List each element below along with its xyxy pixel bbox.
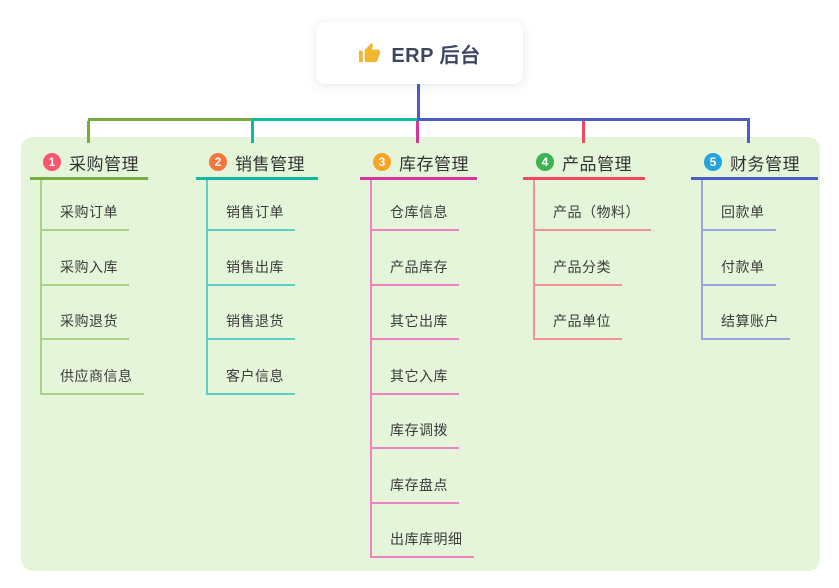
connector-line (87, 121, 90, 143)
root-stem-line (417, 84, 420, 121)
connector-line (747, 121, 750, 143)
connector-line (252, 118, 418, 121)
child-node[interactable]: 采购入库 (42, 231, 129, 286)
child-node[interactable]: 产品分类 (535, 231, 622, 286)
connector-line (251, 121, 254, 143)
child-node[interactable]: 产品（物料） (535, 180, 651, 231)
child-node[interactable]: 采购订单 (42, 180, 129, 231)
connector-line (417, 118, 750, 121)
branch-5: 5 财务管理 回款单付款单结算账户 (691, 147, 818, 340)
branch-4: 4 产品管理 产品（物料） 产品分类产品单位 (523, 147, 651, 340)
child-node-label: 采购订单 (60, 204, 118, 220)
child-node-label: 客户信息 (226, 367, 284, 384)
thumbs-up-icon (359, 42, 381, 62)
branch-3-header[interactable]: 3 库存管理 (360, 147, 477, 180)
child-node[interactable]: 销售订单 (208, 180, 295, 231)
root-node-title: ERP 后台 (391, 44, 481, 67)
child-node[interactable]: 其它出库 (372, 286, 459, 340)
connector-line (582, 121, 585, 143)
child-node-label: 其它入库 (390, 367, 448, 384)
child-node-label: 回款单 (721, 204, 765, 220)
connector-line (416, 121, 419, 143)
child-node-label: 供应商信息 (60, 367, 133, 384)
child-node[interactable]: 供应商信息 (42, 340, 144, 395)
child-node[interactable]: 销售出库 (208, 231, 295, 286)
branch-children: 产品（物料） 产品分类产品单位 (533, 180, 651, 340)
branch-number-badge: 2 (209, 153, 227, 171)
branch-label: 产品管理 (562, 154, 632, 174)
root-node[interactable]: ERP 后台 (316, 22, 523, 84)
branch-label: 库存管理 (399, 154, 469, 174)
child-node[interactable]: 客户信息 (208, 340, 295, 395)
branch-label: 财务管理 (730, 154, 800, 174)
child-node-label: 产品分类 (553, 258, 611, 275)
branch-2-header[interactable]: 2 销售管理 (196, 147, 318, 180)
branch-number-badge: 4 (536, 153, 554, 171)
child-node[interactable]: 付款单 (703, 231, 776, 286)
child-node[interactable]: 产品单位 (535, 286, 622, 340)
child-node[interactable]: 销售退货 (208, 286, 295, 340)
child-node-label: 采购退货 (60, 313, 118, 329)
child-node[interactable]: 库存调拨 (372, 395, 459, 449)
child-node[interactable]: 其它入库 (372, 340, 459, 395)
child-node-label: 库存盘点 (390, 476, 448, 493)
branch-children: 回款单付款单结算账户 (701, 180, 818, 340)
branch-label: 销售管理 (235, 154, 305, 174)
child-node[interactable]: 回款单 (703, 180, 776, 231)
child-node-label: 库存调拨 (390, 422, 448, 438)
branch-label: 采购管理 (69, 154, 139, 174)
child-node[interactable]: 仓库信息 (372, 180, 459, 231)
branch-3: 3 库存管理 仓库信息产品库存其它出库其它入库库存调拨库存盘点出库库明细 (360, 147, 477, 558)
connector-line (88, 118, 252, 121)
child-node-label: 结算账户 (721, 313, 779, 329)
branch-1-header[interactable]: 1 采购管理 (30, 147, 148, 180)
child-node-label: 其它出库 (390, 313, 448, 329)
branch-number-badge: 3 (373, 153, 391, 171)
branch-group-background (21, 137, 820, 571)
child-node[interactable]: 产品库存 (372, 231, 459, 286)
child-node-label: 产品单位 (553, 313, 611, 329)
child-node-label: 采购入库 (60, 258, 118, 275)
branch-children: 采购订单采购入库采购退货供应商信息 (40, 180, 148, 395)
child-node[interactable]: 采购退货 (42, 286, 129, 340)
child-node-label: 付款单 (721, 258, 765, 275)
branch-number-badge: 5 (704, 153, 722, 171)
branch-4-header[interactable]: 4 产品管理 (523, 147, 645, 180)
branch-number-badge: 1 (43, 153, 61, 171)
child-node[interactable]: 库存盘点 (372, 449, 459, 504)
child-node-label: 销售退货 (226, 313, 284, 329)
branch-5-header[interactable]: 5 财务管理 (691, 147, 818, 180)
child-node[interactable]: 结算账户 (703, 286, 790, 340)
child-node-label: 出库库明细 (390, 531, 463, 547)
child-node-label: 仓库信息 (390, 204, 448, 220)
child-node-label: 销售订单 (226, 204, 284, 220)
branch-children: 销售订单销售出库销售退货客户信息 (206, 180, 318, 395)
branch-2: 2 销售管理 销售订单销售出库销售退货客户信息 (196, 147, 318, 395)
child-node-label: 销售出库 (226, 258, 284, 275)
child-node-label: 产品库存 (390, 258, 448, 275)
branch-1: 1 采购管理 采购订单采购入库采购退货供应商信息 (30, 147, 148, 395)
child-node-label: 产品（物料） (553, 204, 640, 220)
branch-children: 仓库信息产品库存其它出库其它入库库存调拨库存盘点出库库明细 (370, 180, 477, 558)
child-node[interactable]: 出库库明细 (372, 504, 474, 558)
